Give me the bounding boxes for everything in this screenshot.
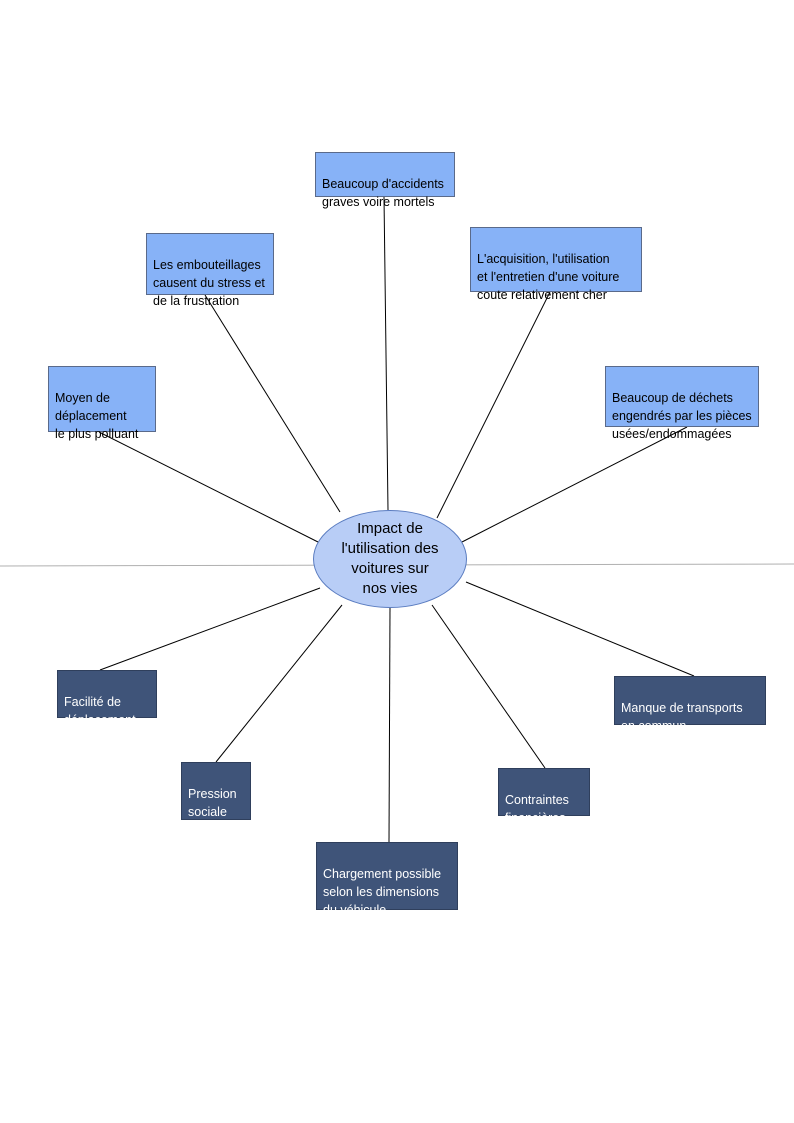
- node-cout-label: L'acquisition, l'utilisation et l'entret…: [477, 252, 620, 302]
- node-pression: Pression sociale: [181, 762, 251, 820]
- connector-transports: [465, 581, 695, 677]
- connector-cout: [436, 291, 551, 519]
- central-node: Impact de l'utilisation des voitures sur…: [313, 510, 467, 608]
- connector-dechets: [461, 426, 688, 543]
- node-cout: L'acquisition, l'utilisation et l'entret…: [470, 227, 642, 302]
- node-contraintes-label: Contraintes financières: [505, 793, 569, 825]
- connector-chargement: [388, 607, 391, 843]
- connector-polluant: [98, 431, 319, 543]
- node-contraintes: Contraintes financières: [498, 768, 590, 825]
- node-accidents: Beaucoup d'accidents graves voire mortel…: [315, 152, 455, 209]
- connector-embouteillages: [204, 294, 341, 513]
- node-facilite: Facilité de déplacement: [57, 670, 157, 727]
- node-embouteillages-label: Les embouteillages causent du stress et …: [153, 258, 265, 308]
- central-node-label: Impact de l'utilisation des voitures sur…: [341, 520, 439, 597]
- node-transports-label: Manque de transports en commun: [621, 701, 743, 733]
- node-polluant-label: Moyen de déplacement le plus polluant: [55, 391, 139, 441]
- connector-facilite: [99, 587, 321, 671]
- connector-pression: [215, 604, 343, 763]
- node-chargement-label: Chargement possible selon les dimensions…: [323, 867, 442, 917]
- node-polluant: Moyen de déplacement le plus polluant: [48, 366, 156, 441]
- connector-contraintes: [431, 604, 546, 769]
- node-dechets: Beaucoup de déchets engendrés par les pi…: [605, 366, 759, 441]
- node-pression-label: Pression sociale: [188, 787, 237, 819]
- node-accidents-label: Beaucoup d'accidents graves voire mortel…: [322, 177, 444, 209]
- node-facilite-label: Facilité de déplacement: [64, 695, 136, 727]
- node-transports: Manque de transports en commun: [614, 676, 766, 733]
- node-embouteillages: Les embouteillages causent du stress et …: [146, 233, 274, 308]
- connector-accidents: [383, 196, 389, 511]
- node-dechets-label: Beaucoup de déchets engendrés par les pi…: [612, 391, 752, 441]
- node-chargement: Chargement possible selon les dimensions…: [316, 842, 458, 917]
